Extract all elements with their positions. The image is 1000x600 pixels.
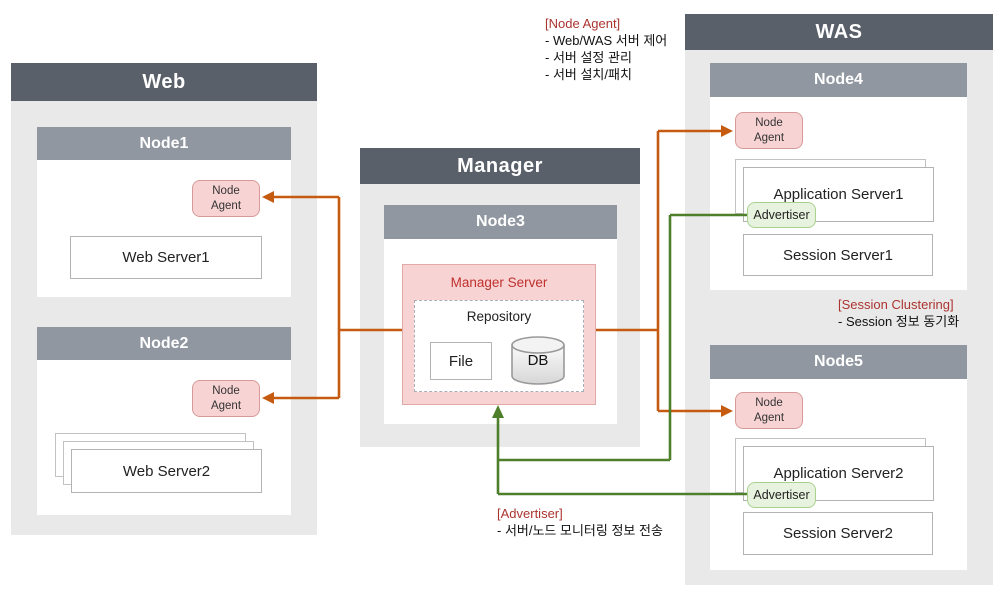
db-label: DB [527, 352, 549, 369]
node4-advertiser-badge: Advertiser [747, 202, 816, 228]
node-agent-annotation: [Node Agent] - Web/WAS 서버 제어 - 서버 설정 관리 … [545, 15, 667, 83]
node-agent-annotation-line: - 서버 설치/패치 [545, 67, 632, 82]
web-server1-box: Web Server1 [70, 236, 262, 279]
session-clustering-annotation-line: - Session 정보 동기화 [838, 314, 960, 329]
session-server2-box: Session Server2 [743, 512, 933, 555]
node4-header: Node4 [710, 63, 967, 97]
web-server2-box: Web Server2 [71, 449, 262, 493]
advertiser-annotation: [Advertiser] - 서버/노드 모니터링 정보 전송 [497, 505, 663, 539]
node5-node-agent-badge: Node Agent [735, 392, 803, 429]
session-server1-box: Session Server1 [743, 234, 933, 276]
node-agent-annotation-title: [Node Agent] [545, 16, 621, 31]
node2-header: Node2 [37, 327, 291, 360]
session-clustering-annotation-title: [Session Clustering] [838, 297, 954, 312]
database-icon: DB [509, 336, 567, 386]
node-agent-annotation-line: - 서버 설정 관리 [545, 50, 632, 65]
application-server2-box: Application Server2 [743, 446, 934, 501]
node4-node-agent-badge: Node Agent [735, 112, 803, 149]
node5-advertiser-badge: Advertiser [747, 482, 816, 508]
node3-header: Node3 [384, 205, 617, 239]
node2-node-agent-badge: Node Agent [192, 380, 260, 417]
node-agent-annotation-line: - Web/WAS 서버 제어 [545, 33, 668, 48]
advertiser-annotation-line: - 서버/노드 모니터링 정보 전송 [497, 523, 663, 538]
advertiser-annotation-title: [Advertiser] [497, 506, 563, 521]
node5-header: Node5 [710, 345, 967, 379]
repository-label: Repository [466, 309, 532, 324]
database-cylinder-graphic [511, 336, 565, 385]
web-section-header: Web [11, 63, 317, 101]
session-clustering-annotation: [Session Clustering] - Session 정보 동기화 [838, 296, 959, 330]
node1-node-agent-badge: Node Agent [192, 180, 260, 217]
file-box: File [430, 342, 492, 380]
was-section-header: WAS [685, 14, 993, 50]
manager-section-header: Manager [360, 148, 640, 184]
node1-header: Node1 [37, 127, 291, 160]
manager-server-label: Manager Server [450, 275, 548, 290]
